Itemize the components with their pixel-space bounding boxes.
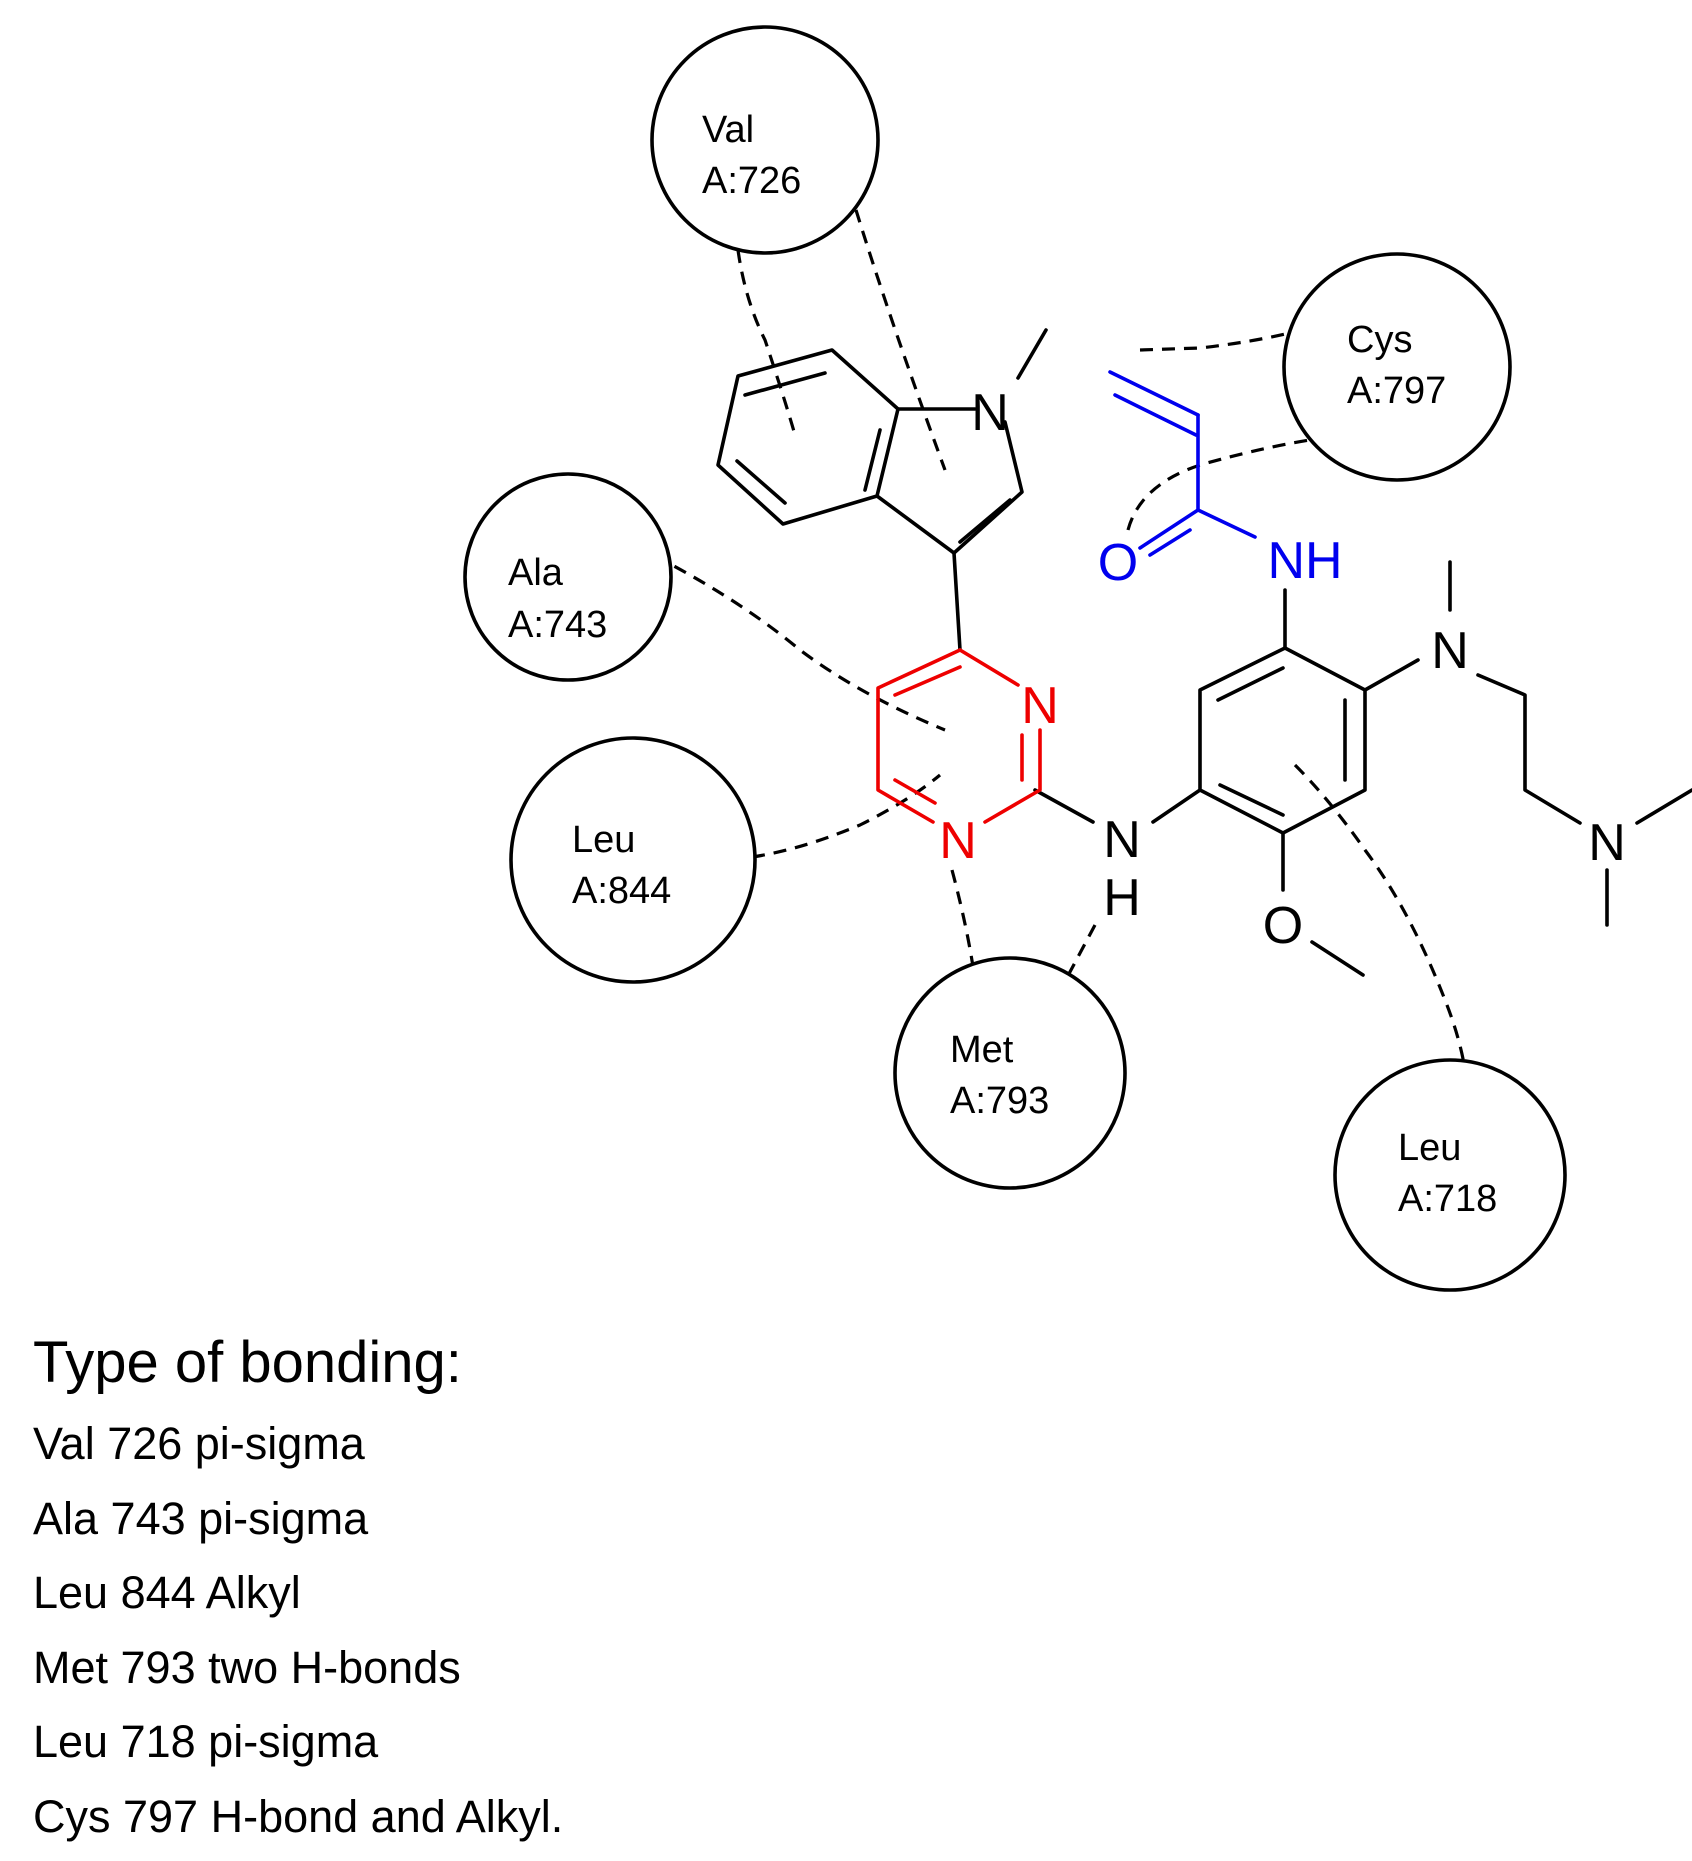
legend-item: Met 793 two H-bonds — [33, 1641, 461, 1693]
acrylamide-group — [1108, 370, 1257, 557]
pyrimidine-ring — [876, 648, 1042, 824]
residue-labels: Val A:726 Cys A:797 Ala A:743 Leu A:844 … — [508, 109, 1497, 1220]
residue-name-val726: Val — [702, 109, 754, 151]
legend-item: Ala 743 pi-sigma — [33, 1492, 369, 1544]
interaction-line-ala743 — [654, 554, 946, 732]
residue-circle-leu718 — [1333, 1058, 1567, 1292]
atom-label-side-chain-n: N — [1431, 622, 1469, 680]
interaction-line-val726-b — [854, 209, 947, 471]
interaction-line-cys797-b — [1126, 435, 1331, 531]
residue-name-leu718: Leu — [1398, 1127, 1461, 1169]
legend-item: Cys 797 H-bond and Alkyl. — [33, 1790, 564, 1842]
residue-name-cys797: Cys — [1347, 319, 1412, 361]
residue-circle-val726 — [650, 25, 880, 255]
legend-item: Leu 718 pi-sigma — [33, 1716, 379, 1767]
bonding-legend: Type of bonding: Val 726 pi-sigma Ala 74… — [33, 1325, 1633, 1854]
residue-name-ala743: Ala — [508, 552, 564, 594]
atom-label-terminal-n: N — [1588, 814, 1626, 872]
legend-list: Val 726 pi-sigma Ala 743 pi-sigma Leu 84… — [33, 1407, 1633, 1854]
residue-name-met793: Met — [950, 1029, 1014, 1071]
legend-item: Leu 844 Alkyl — [33, 1567, 301, 1618]
atom-label-amide-nh: NH — [1267, 532, 1342, 590]
residue-name-leu844: Leu — [572, 819, 635, 861]
atom-label-methoxy-o: O — [1263, 897, 1303, 955]
atom-label-pyrimidine-n1: N — [1021, 677, 1059, 735]
residue-label-leu718: A:718 — [1398, 1178, 1497, 1220]
interaction-line-leu844 — [751, 773, 942, 859]
atom-label-indole-n: N — [971, 384, 1009, 442]
atom-labels: N N N O NH N N H O N — [939, 384, 1626, 955]
atom-label-amide-o: O — [1098, 534, 1138, 592]
legend-title: Type of bonding: — [33, 1330, 462, 1395]
residue-circle-cys797 — [1282, 252, 1512, 482]
residue-circle-met793 — [893, 956, 1127, 1190]
atom-label-pyrimidine-n3: N — [939, 812, 977, 870]
atom-label-linker-n: N — [1103, 811, 1141, 869]
legend-item: Val 726 pi-sigma — [33, 1418, 365, 1469]
residue-label-cys797: A:797 — [1347, 370, 1446, 412]
molecule-black-bonds — [716, 328, 1692, 977]
residue-label-val726: A:726 — [702, 160, 801, 202]
atom-label-linker-h: H — [1103, 869, 1141, 927]
residue-label-met793: A:793 — [950, 1080, 1049, 1122]
interaction-line-met793-a — [950, 869, 977, 981]
residue-circle-ala743 — [463, 472, 673, 682]
residue-circles — [463, 25, 1567, 1292]
interaction-line-val726-a — [736, 249, 797, 436]
residue-label-leu844: A:844 — [572, 870, 671, 912]
interaction-line-cys797-a — [1139, 323, 1321, 352]
residue-circle-leu844 — [509, 736, 757, 984]
residue-label-ala743: A:743 — [508, 604, 607, 646]
